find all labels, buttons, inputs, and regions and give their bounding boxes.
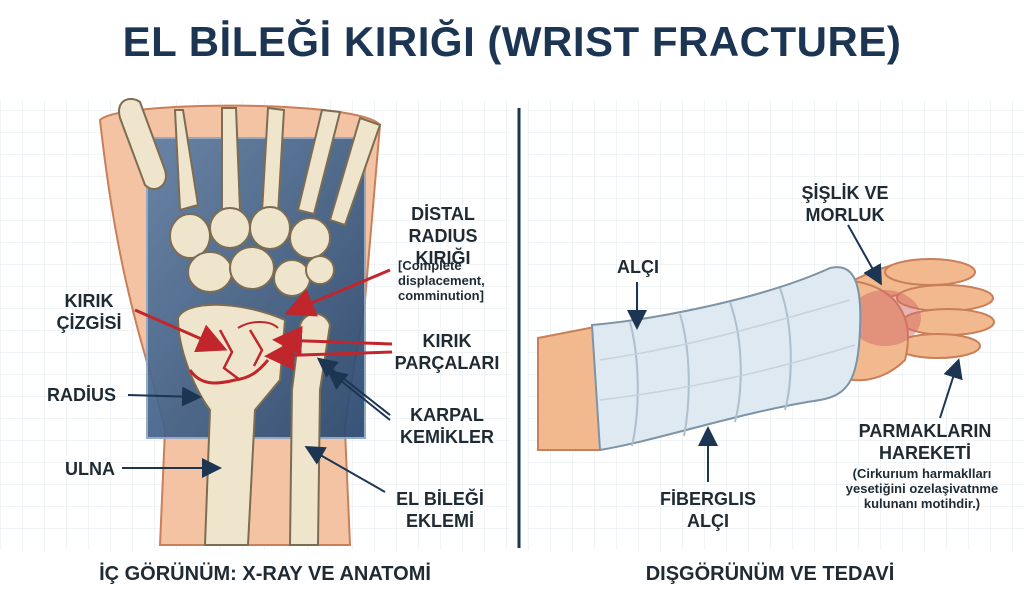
arrow-kirik-cizgisi <box>134 308 228 353</box>
arm-skin <box>537 324 601 451</box>
swelling-bruise <box>849 290 921 346</box>
carpal-bones <box>169 206 335 297</box>
radius-bone <box>176 303 287 546</box>
label-sislik: ŞİŞLİK VE MORLUK <box>801 183 889 225</box>
label-fiberglas: FİBERGLIS ALÇI <box>659 489 756 531</box>
metacarpal-bones <box>118 98 382 227</box>
arrow-karpal-2 <box>326 369 391 421</box>
label-radius: RADİUS <box>47 385 117 405</box>
page-title: EL BİLEĞİ KIRIĞI (WRIST FRACTURE) <box>122 18 902 65</box>
arrow-sislik <box>847 224 882 286</box>
label-parmaklarin: PARMAKLARIN HAREKETİ <box>858 421 992 463</box>
arrow-karpal-1 <box>316 357 391 416</box>
caption-left: İÇ GÖRÜNÜM: X-RAY VE ANATOMİ <box>99 563 431 585</box>
arrow-radius <box>127 386 202 407</box>
note-distal-radius: [Complete displacement, comminution] <box>398 258 485 303</box>
note-parmaklarin: (Cirkurıum harmaklları yesetiğini ozelaş… <box>845 466 999 511</box>
caption-right: DIŞGÖRÜNÜM VE TEDAVİ <box>645 563 895 585</box>
label-ulna: ULNA <box>65 459 115 479</box>
label-alci: ALÇI <box>617 257 659 277</box>
arrow-parmak <box>939 358 963 419</box>
label-eklem: EL BİLEĞİ EKLEMİ <box>396 489 484 531</box>
arrow-eklem <box>304 446 386 493</box>
label-kirik-cizgisi: KIRIK ÇİZGİSİ <box>56 291 122 333</box>
label-kirik-parcalari: KIRIK PARÇALARI <box>394 331 500 373</box>
arrow-parcalar-2 <box>264 340 393 371</box>
cast <box>590 266 862 452</box>
arrow-parcalar-1 <box>272 325 393 356</box>
arrow-distal <box>284 268 391 317</box>
label-karpal: KARPAL KEMİKLER <box>400 405 494 447</box>
label-distal-radius: DİSTAL RADIUS KIRIĞI <box>408 204 478 268</box>
